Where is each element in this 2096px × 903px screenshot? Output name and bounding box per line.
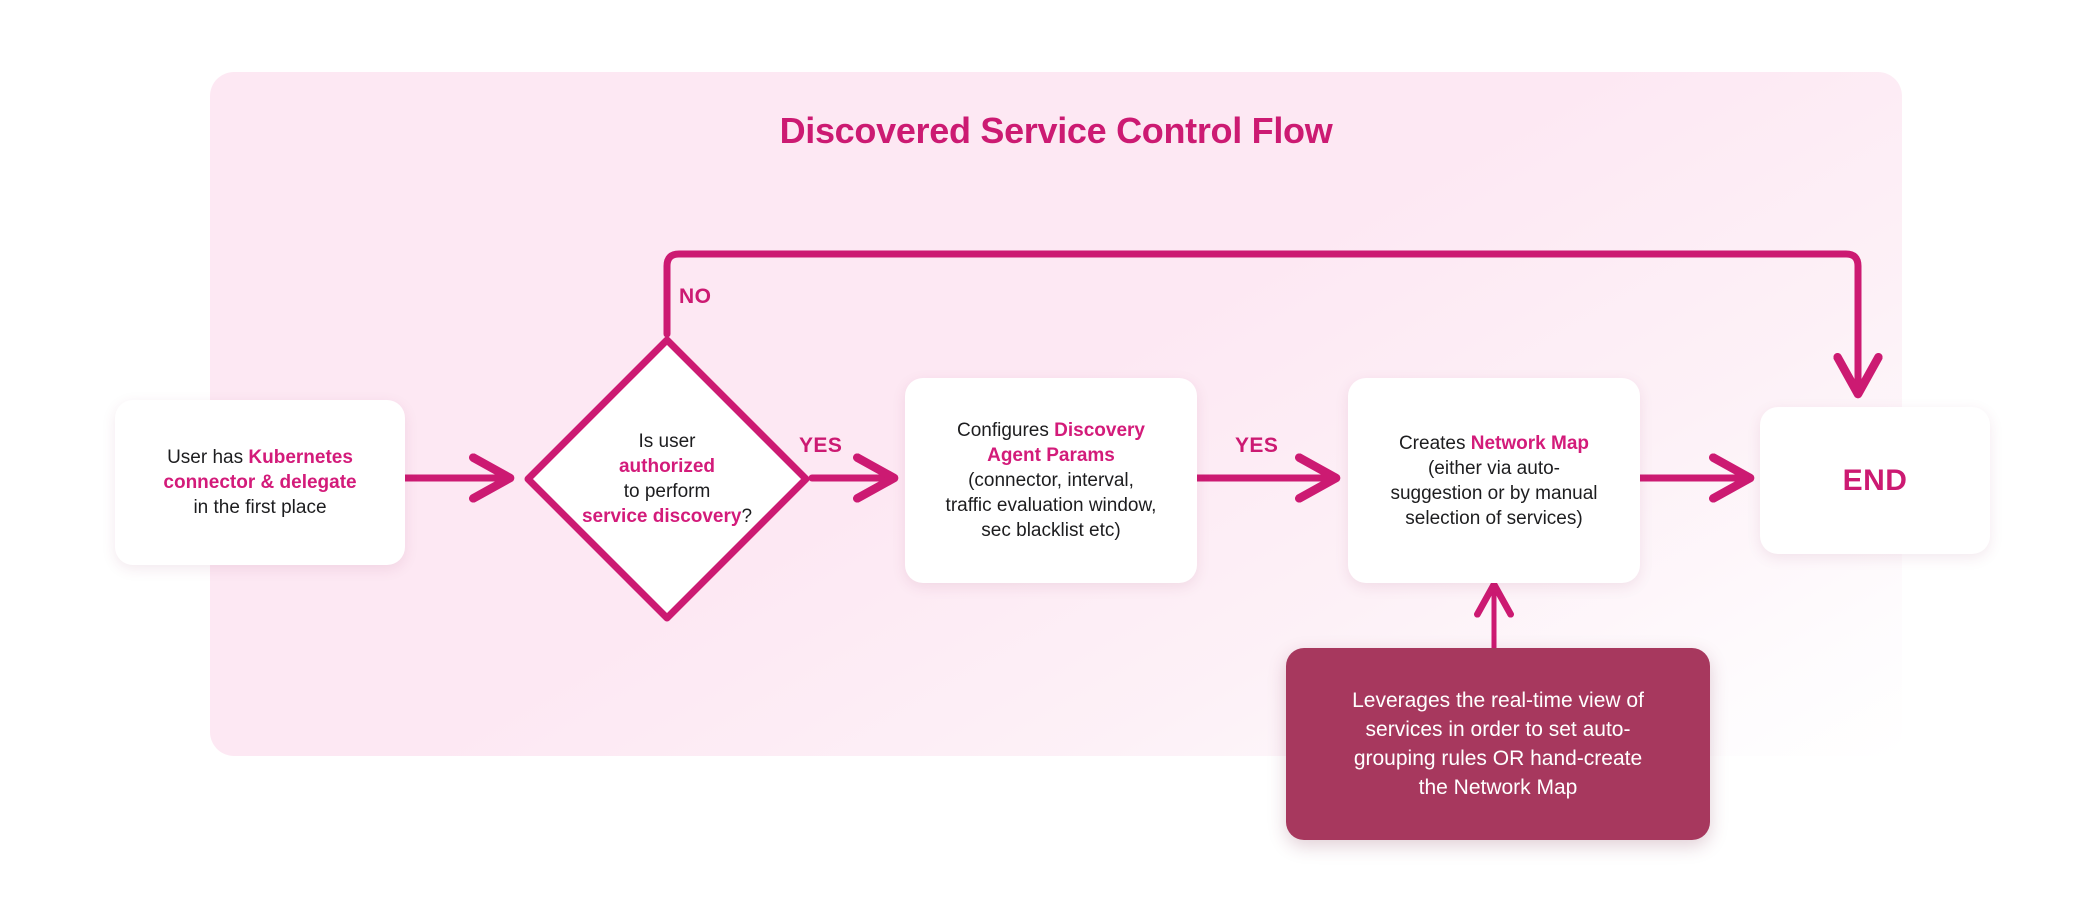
page-title: Discovered Service Control Flow	[779, 110, 1333, 151]
diamond-shape	[524, 336, 810, 622]
node-start-label: User has Kubernetes connector & delegate…	[163, 447, 357, 518]
node-start[interactable]: User has Kubernetes connector & delegate…	[115, 400, 405, 565]
node-creates-network-map[interactable]: Creates Network Map (either via auto- su…	[1348, 378, 1640, 583]
callout-network-map-note[interactable]: Leverages the real-time view of services…	[1286, 648, 1710, 840]
edge-label-yes-2: YES	[1235, 434, 1279, 457]
node-decision[interactable]: Is user authorized to perform service di…	[522, 334, 812, 624]
node-end-label: END	[1842, 464, 1908, 497]
edge-label-no: NO	[679, 285, 712, 308]
node-end[interactable]: END	[1760, 407, 1990, 554]
callout-label: Leverages the real-time view of services…	[1352, 689, 1644, 799]
node-configure-discovery-agent-params[interactable]: Configures Discovery Agent Params (conne…	[905, 378, 1197, 583]
node-decision-label: Is user authorized to perform service di…	[581, 431, 753, 527]
node-config-label: Configures Discovery Agent Params (conne…	[945, 420, 1157, 541]
edge-label-yes-1: YES	[799, 434, 843, 457]
node-map-label: Creates Network Map (either via auto- su…	[1390, 432, 1598, 529]
